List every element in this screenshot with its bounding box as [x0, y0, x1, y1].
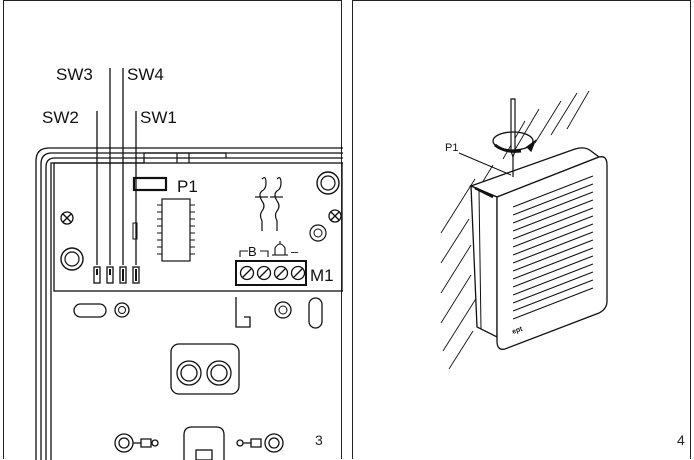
terminal-screws: [239, 265, 306, 281]
mounting-hole: [316, 171, 340, 195]
circuit-board: [53, 162, 343, 292]
m1-label: M1: [310, 266, 334, 285]
bell-icon: [272, 241, 288, 256]
figure-3-panel: P1: [3, 0, 343, 460]
potentiometer-p1: [132, 176, 168, 192]
doorbell-circuit-diagram: P1: [35, 65, 343, 460]
terminal-b-label: B: [248, 244, 257, 259]
sw3-label: SW3: [56, 65, 93, 84]
round-hole: [114, 302, 130, 318]
rotation-arrow-icon: [492, 131, 537, 153]
mounting-hole: [309, 224, 327, 242]
screwdriver-icon: [510, 98, 516, 177]
connector-rings: [176, 360, 232, 386]
screw-icon: [328, 209, 342, 223]
housing-outline: [35, 147, 343, 460]
terminal-block-m1: [235, 260, 307, 286]
mounting-hole: [60, 247, 84, 271]
screw-icon: [60, 211, 74, 225]
slot-hole: [73, 303, 107, 318]
top-clip: [143, 152, 227, 163]
fuse-pair: [255, 177, 283, 231]
doorbell-installed-illustration: P1 ept: [440, 90, 608, 370]
sw4-label: SW4: [127, 65, 164, 84]
ic-chip: [157, 198, 195, 262]
connector-housing: [170, 343, 240, 395]
dip-switch-block: [93, 266, 140, 284]
sw1-label: SW1: [140, 108, 177, 127]
vertical-slot: [308, 297, 323, 329]
p1-label: P1: [445, 142, 458, 154]
page-number: 3: [315, 432, 323, 448]
sw2-label: SW2: [42, 108, 79, 127]
p1-label: P1: [177, 177, 198, 196]
p1-leader-line: [458, 152, 512, 176]
round-hole: [274, 301, 292, 319]
resistor: [132, 222, 138, 240]
hook-shape: [235, 297, 251, 328]
speaker-grille: [512, 175, 594, 320]
figure-4-panel: P1 ept 4: [352, 0, 691, 459]
page-number: 4: [677, 432, 685, 448]
terminal-bracket: [239, 250, 269, 257]
brand-logo: ept: [511, 325, 524, 335]
bottom-components: [114, 426, 284, 460]
switch-leader-lines: [96, 68, 137, 265]
terminal-minus-label: –: [291, 244, 299, 259]
